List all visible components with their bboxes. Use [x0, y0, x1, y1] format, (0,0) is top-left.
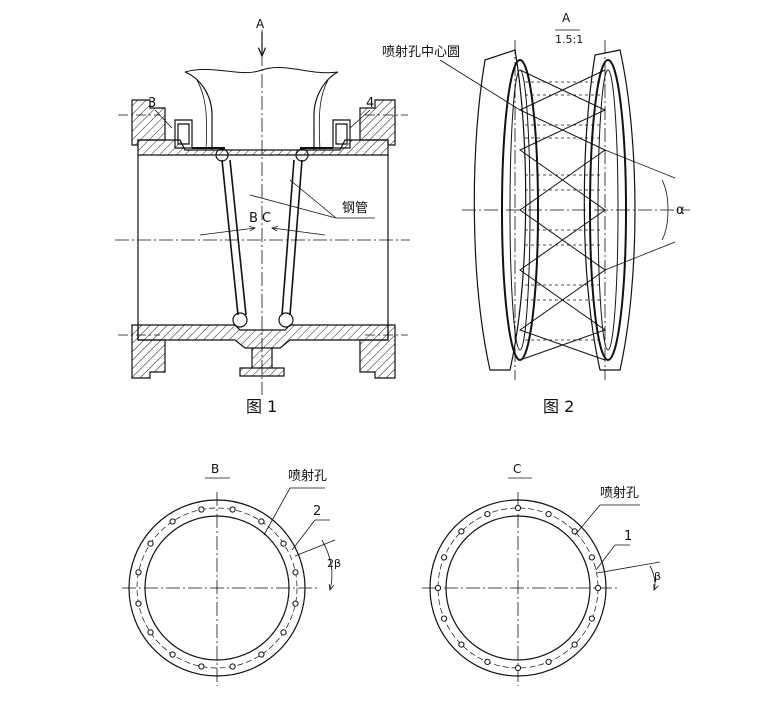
view-c-jet-hole	[545, 510, 552, 518]
view-c-jet-hole	[484, 510, 491, 518]
bottom-left-nozzle-ring	[232, 312, 248, 328]
fig2-angle-label: α	[676, 203, 685, 218]
view-b-jet-hole	[147, 629, 154, 636]
view-b-callout: 2	[313, 504, 321, 519]
view-b-jet-hole	[135, 569, 142, 576]
view-b-jet-hole	[292, 569, 299, 576]
view-c-jet-hole	[514, 504, 522, 512]
view-b-holes	[135, 506, 299, 670]
fig1-view-arrow-label: A	[256, 17, 265, 31]
view-c-jet-hole	[545, 658, 552, 666]
view-b-jet-hole	[169, 518, 176, 525]
fig1-callout-3: 3	[148, 96, 156, 111]
view-c-jet-hole	[588, 615, 596, 622]
housing-4	[332, 119, 351, 149]
view-b-jet-hole	[198, 506, 205, 513]
view-b	[122, 477, 336, 686]
view-b-jet-hole	[229, 506, 236, 513]
view-b-jet-hole	[135, 600, 142, 607]
view-c-jet-hole	[458, 528, 465, 535]
view-c-callout: 1	[624, 529, 632, 544]
view-c-jet-hole	[571, 641, 578, 648]
top-wall	[137, 139, 389, 156]
fig1-callout-4: 4	[366, 96, 374, 111]
view-b-jet-hole	[147, 540, 154, 547]
view-c-holes	[434, 504, 602, 672]
view-b-jet-hole	[169, 651, 176, 658]
view-c	[422, 477, 661, 686]
view-c-jet-hole	[484, 658, 491, 666]
view-c-hole-label: 喷射孔	[600, 485, 639, 501]
left-ring-outer	[473, 49, 527, 371]
right-ring-outer	[583, 49, 636, 371]
view-b-hole-label: 喷射孔	[288, 468, 327, 484]
view-c-jet-hole	[441, 615, 448, 622]
view-c-jet-hole	[441, 554, 448, 561]
figure-2	[439, 29, 690, 380]
view-b-angle-label: 2β	[327, 557, 341, 570]
fig1-caption: 图 1	[246, 397, 277, 416]
figure-1	[115, 30, 410, 395]
view-b-title: B	[211, 462, 219, 476]
steel-pipes	[221, 159, 303, 316]
fig1-pipe-label: 钢管	[342, 201, 368, 216]
fig2-view-title: A	[562, 11, 571, 25]
view-c-angle-label: β	[654, 570, 661, 583]
alpha-arc	[661, 179, 669, 241]
view-c-jet-hole	[458, 641, 465, 648]
bottom-wall	[137, 324, 389, 349]
housing-3	[174, 119, 193, 149]
view-b-jet-hole	[280, 629, 287, 636]
view-b-jet-hole	[258, 518, 265, 525]
bottom-right-nozzle-ring	[278, 312, 294, 328]
fig2-scale: 1.5:1	[555, 33, 583, 46]
view-c-jet-hole	[571, 528, 578, 535]
fig1-section-mark: B C	[249, 211, 271, 226]
view-b-jet-hole	[280, 540, 287, 547]
view-c-jet-hole	[514, 664, 522, 672]
view-c-title: C	[513, 462, 521, 476]
view-b-jet-hole	[198, 663, 205, 670]
bottom-drain	[239, 348, 285, 377]
fig2-circle-label: 喷射孔中心圆	[382, 44, 460, 60]
view-c-jet-hole	[594, 584, 602, 592]
view-b-jet-hole	[258, 651, 265, 658]
view-c-jet-hole	[588, 554, 596, 561]
view-b-jet-hole	[292, 600, 299, 607]
fig2-caption: 图 2	[543, 397, 574, 416]
view-c-jet-hole	[434, 584, 442, 592]
bottom-right-flange	[359, 324, 396, 379]
view-b-jet-hole	[229, 663, 236, 670]
inlet-bell	[184, 71, 339, 150]
bottom-left-flange	[131, 324, 166, 379]
